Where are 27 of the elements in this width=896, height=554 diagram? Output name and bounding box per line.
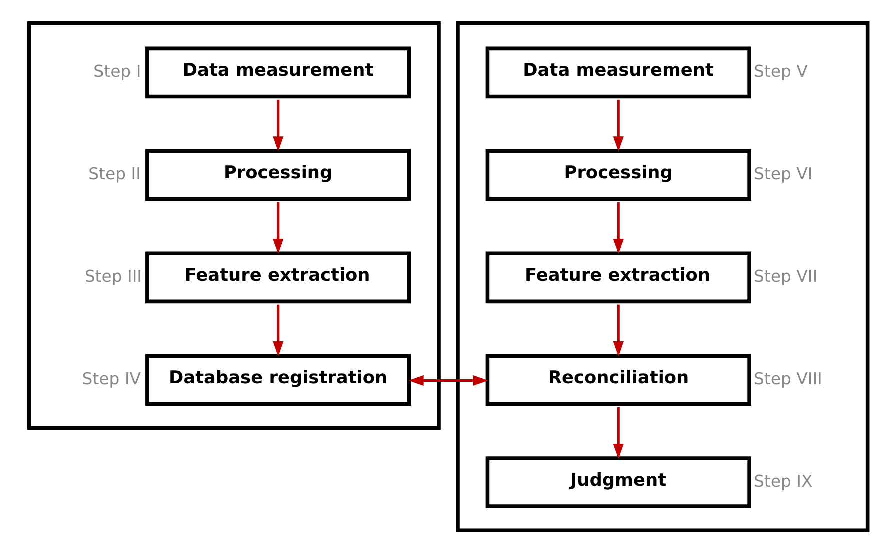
cluster	[26, 21, 440, 430]
node-label: Step IV	[82, 369, 141, 388]
node-box: Data measurement	[485, 46, 751, 99]
node-box: Feature extraction	[145, 252, 411, 304]
node-label: Step III	[84, 266, 142, 286]
arrow	[272, 202, 284, 254]
arrow	[612, 100, 624, 152]
node-box: Judgment	[485, 456, 751, 508]
node-label: Step VII	[753, 266, 818, 286]
arrow	[612, 304, 624, 357]
arrow	[612, 202, 624, 254]
arrow	[272, 100, 284, 152]
node-box: Data measurement	[145, 46, 411, 99]
node-label: Step I	[93, 62, 141, 82]
node-label: Step IX	[753, 472, 812, 491]
node-box: Feature extraction	[485, 252, 751, 304]
node-label: Step VI	[753, 164, 812, 184]
node-label: Step VIII	[753, 369, 822, 388]
arrow	[612, 407, 624, 460]
arrow	[272, 304, 284, 357]
node-box: Database registration	[145, 354, 411, 406]
node-box: Processing	[145, 149, 411, 202]
node-box: Processing	[485, 149, 751, 202]
node-box: Reconciliation	[485, 354, 751, 406]
node-label: Step V	[753, 62, 808, 82]
cluster	[456, 21, 870, 533]
node-label: Step II	[88, 164, 140, 184]
